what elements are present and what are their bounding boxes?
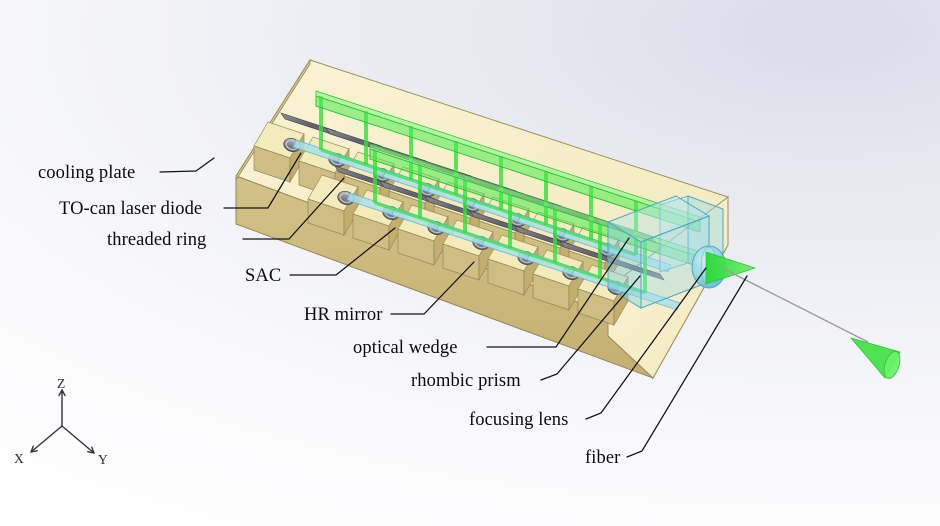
label-focusing-lens: focusing lens [469, 410, 569, 430]
label-sac: SAC [245, 266, 282, 286]
label-hr-mirror: HR mirror [304, 305, 383, 325]
axis-y-arrowhead [87, 446, 95, 454]
label-rhombic-prism: rhombic prism [411, 371, 521, 391]
axis-y-line [61, 425, 95, 454]
leader-optical-wedge [486, 237, 630, 348]
axis-x-arrowhead [30, 445, 38, 453]
rhombic-prism [606, 195, 711, 309]
leader-to-can-laser-diode [223, 152, 302, 209]
label-optical-wedge: optical wedge [353, 338, 458, 358]
label-to-can-laser-diode: TO-can laser diode [59, 199, 203, 219]
label-fiber: fiber [585, 448, 621, 468]
leader-threaded-ring [242, 177, 345, 240]
focused-beam-cone [705, 251, 757, 285]
leader-hr-mirror [390, 261, 475, 315]
axis-z-arrowhead [58, 389, 66, 397]
label-cooling-plate: cooling plate [38, 163, 136, 183]
axis-label-x: X [14, 451, 24, 466]
axis-x-line [30, 425, 63, 453]
leader-sac [289, 227, 396, 276]
label-threaded-ring: threaded ring [107, 230, 207, 250]
axis-label-y: Y [98, 452, 108, 467]
fiber-output-cone [849, 337, 901, 379]
leader-fiber [626, 275, 748, 458]
leader-line-group [159, 152, 748, 458]
axis-label-z: Z [57, 376, 66, 391]
leader-focusing-lens [585, 267, 707, 420]
coordinate-axis-triad [30, 389, 95, 454]
fiber [721, 267, 869, 343]
output-platform-block [607, 195, 729, 379]
leader-cooling-plate [159, 157, 215, 173]
leader-rhombic-prism [540, 275, 641, 381]
